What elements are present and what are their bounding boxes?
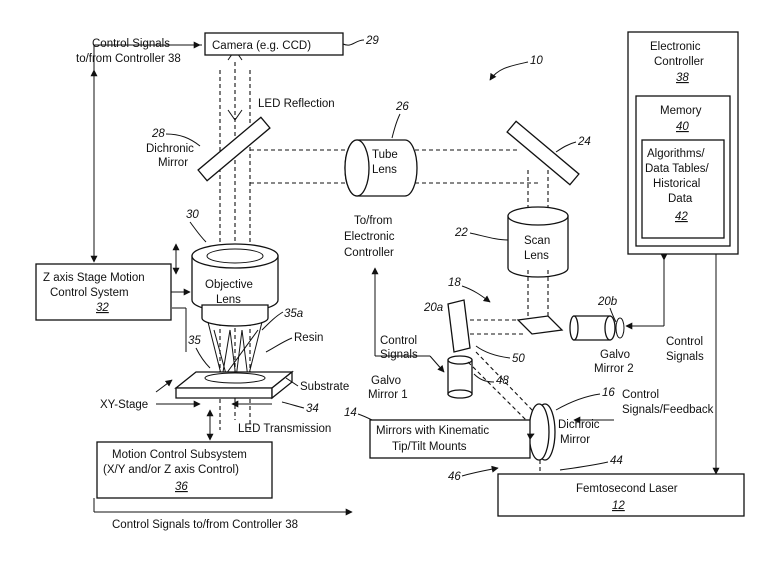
dichronic-top-line2: Mirror [158, 157, 188, 169]
galvo-mirror-2 [516, 315, 625, 341]
dichronic-top-line1: Dichronic [146, 143, 194, 155]
xy-stage-label: XY-Stage [100, 399, 148, 411]
xy-stage [174, 370, 294, 400]
motion-control-box [96, 441, 273, 499]
controller-label-1: Electronic [650, 41, 701, 53]
algorithms-line4: Data [668, 193, 693, 205]
galvo-2-line2: Mirror 2 [594, 363, 634, 375]
ref-12: 12 [612, 500, 625, 512]
algorithms-line2: Data Tables/ [645, 163, 710, 175]
scan-lens-line2: Lens [524, 250, 549, 262]
ref-34: 34 [306, 403, 319, 415]
z-axis-stage-box [35, 263, 172, 321]
kinematic-mounts-box [369, 419, 531, 459]
ref-24: 24 [577, 136, 591, 148]
dichronic-mirror-28 [197, 116, 271, 182]
camera-label: Camera (e.g. CCD) [212, 40, 311, 52]
galvo-2-line1: Galvo [600, 349, 630, 361]
ref-35a: 35a [284, 308, 303, 320]
ref-20a: 20a [423, 302, 443, 314]
ref-36: 36 [175, 481, 188, 493]
ref-26: 26 [395, 101, 409, 113]
led-reflection-label: LED Reflection [258, 98, 335, 110]
ref-44: 44 [610, 455, 623, 467]
galvo-1-line1: Galvo [371, 375, 401, 387]
kinematic-line2: Tip/Tilt Mounts [392, 441, 467, 453]
galvo-1-line2: Mirror 1 [368, 389, 408, 401]
control-signals-top-line1: Control Signals [92, 38, 170, 50]
ref-14: 14 [344, 407, 357, 419]
ref-35: 35 [188, 335, 201, 347]
motion-control-line2: (X/Y and/or Z axis Control) [103, 464, 239, 476]
tube-lens-line2: Lens [372, 164, 397, 176]
controller-label-2: Controller [654, 56, 704, 68]
control-signals-right-line1: Control [666, 336, 703, 348]
control-feedback-line1: Control [622, 389, 659, 401]
tube-lens [344, 139, 418, 197]
memory-label: Memory [660, 105, 702, 117]
ref-46: 46 [448, 471, 461, 483]
objective-line2: Lens [216, 294, 241, 306]
algorithms-line3: Historical [653, 178, 700, 190]
tube-lens-line1: Tube [372, 149, 398, 161]
ref-50: 50 [512, 353, 525, 365]
algorithms-line1: Algorithms/ [647, 148, 705, 160]
kinematic-line1: Mirrors with Kinematic [376, 425, 489, 437]
ref-32: 32 [96, 302, 109, 314]
objective-line1: Objective [205, 279, 253, 291]
to-from-line1: To/from [354, 215, 392, 227]
dichroic-right-line2: Mirror [560, 434, 590, 446]
control-signals-mid-line1: Control [380, 335, 417, 347]
scan-lens-line1: Scan [524, 235, 550, 247]
ref-38: 38 [676, 72, 689, 84]
ref-16: 16 [602, 387, 615, 399]
ref-42: 42 [675, 211, 688, 223]
laser-label: Femtosecond Laser [576, 483, 678, 495]
z-axis-line1: Z axis Stage Motion [43, 272, 145, 284]
ref-28: 28 [151, 128, 165, 140]
control-signals-bottom: Control Signals to/from Controller 38 [112, 519, 298, 531]
control-signals-mid-line2: Signals [380, 349, 418, 361]
dichroic-mirror-16 [528, 403, 556, 461]
to-from-line2: Electronic [344, 231, 395, 243]
ref-18: 18 [448, 277, 461, 289]
femtosecond-laser-box [497, 473, 745, 517]
ref-29: 29 [365, 35, 379, 47]
control-feedback-line2: Signals/Feedback [622, 404, 714, 416]
ref-20b: 20b [597, 296, 618, 308]
ref-48: 48 [496, 375, 509, 387]
ref-30: 30 [186, 209, 199, 221]
z-axis-line2: Control System [50, 287, 129, 299]
mirror-24 [506, 120, 580, 186]
control-signals-top-line2: to/from Controller 38 [76, 53, 181, 65]
scan-lens [507, 206, 569, 278]
ref-10: 10 [530, 55, 543, 67]
motion-control-line1: Motion Control Subsystem [112, 449, 247, 461]
dichroic-right-line1: Dichroic [558, 419, 600, 431]
resin-label: Resin [294, 332, 323, 344]
substrate-label: Substrate [300, 381, 349, 393]
ref-22: 22 [454, 227, 468, 239]
objective-lens [191, 243, 279, 327]
to-from-line3: Controller [344, 247, 394, 259]
led-transmission-label: LED Transmission [238, 423, 331, 435]
galvo-mirror-1 [447, 299, 473, 399]
control-signals-right-line2: Signals [666, 351, 704, 363]
ref-40: 40 [676, 121, 689, 133]
algorithms-box [641, 139, 725, 239]
